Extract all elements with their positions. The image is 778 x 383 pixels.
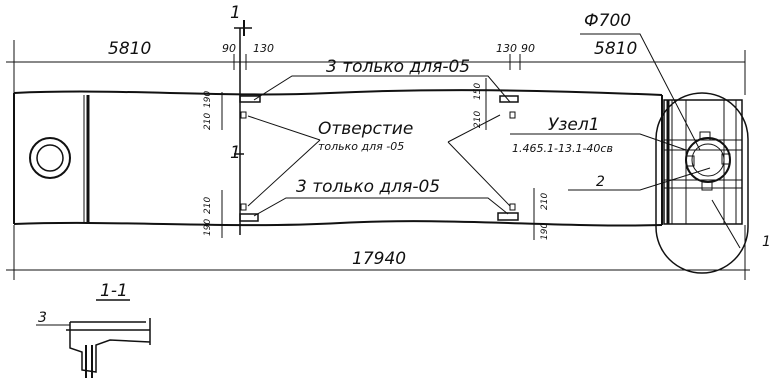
dim-v210-tr: 210 (473, 111, 483, 128)
section-mark-bottom: 1 (230, 143, 241, 163)
dim-v210-tl: 210 (203, 113, 213, 130)
plate-bottom-right (497, 212, 519, 221)
dim-left-130: 130 (253, 42, 274, 55)
pipe-leader (580, 33, 701, 151)
dim-right-90: 90 (521, 42, 535, 55)
end-inner-box (663, 99, 743, 225)
pipe-circle (685, 137, 731, 183)
dim-right-top: 5810 (594, 39, 637, 59)
hole-br (509, 203, 516, 211)
bottom-note-leader (253, 197, 509, 217)
beam-top-edge (13, 89, 663, 96)
plate-top-right (499, 95, 519, 103)
top-note-leader (253, 75, 511, 103)
dim-v190-br: 190 (540, 223, 550, 240)
section-leader-3: 3 (38, 310, 47, 326)
dim-v150-tr: 150 (473, 83, 483, 100)
pipe-diameter-label: Ф700 (584, 11, 631, 31)
hole-tl (240, 111, 247, 119)
section-detail (66, 318, 151, 373)
leader-1-line (711, 199, 741, 249)
dim-v190-tl: 190 (203, 91, 213, 108)
dim-right-130: 130 (496, 42, 517, 55)
hole-label: Отверстие (318, 119, 413, 139)
dim-total: 17940 (352, 249, 406, 269)
leader-2-label: 2 (596, 174, 605, 190)
node-ref: 1.465.1-13.1-40св (512, 142, 613, 155)
end-enclosure (655, 92, 749, 274)
hole-note: только для -05 (318, 140, 404, 153)
hole-tr (509, 111, 516, 119)
dim-v190-bl: 190 (203, 219, 213, 236)
leader-2-line (568, 167, 711, 191)
top-note: 3 только для-05 (326, 57, 470, 77)
section-title: 1-1 (100, 281, 128, 301)
node-title: Узел1 (548, 115, 600, 135)
plate-top-left (239, 95, 261, 103)
node-leader (510, 133, 687, 151)
hole-leader (247, 115, 321, 207)
dim-left-top: 5810 (108, 39, 151, 59)
leader-1-label: 1 (762, 234, 771, 250)
dim-left-90: 90 (222, 42, 236, 55)
left-hole-outer (29, 137, 71, 179)
left-hole-inner (36, 144, 64, 172)
dim-v210-br: 210 (540, 193, 550, 210)
beam-bottom-edge (13, 220, 663, 227)
dim-v210-bl: 210 (203, 197, 213, 214)
bottom-note: 3 только для-05 (296, 177, 440, 197)
section-mark-top: 1 (230, 3, 241, 23)
hole-bl (240, 203, 247, 211)
